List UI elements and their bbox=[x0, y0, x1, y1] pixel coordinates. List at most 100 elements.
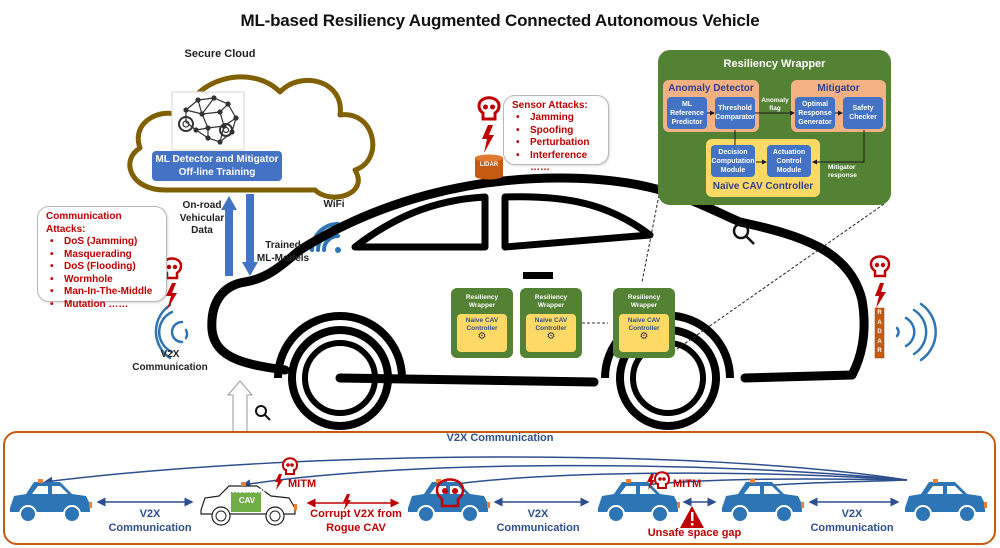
downlink-line2: ML-Models bbox=[256, 252, 310, 264]
link-label-line: Communication bbox=[108, 522, 192, 534]
lidar-sensor bbox=[475, 154, 503, 180]
module-line: Control bbox=[776, 157, 802, 165]
ecu-controller-line: Naive CAV bbox=[534, 317, 568, 324]
module-line: Response bbox=[798, 109, 832, 117]
sensor-attacks-list: Jamming Spoofing Perturbation Interferen… bbox=[512, 112, 600, 175]
link-label-line: V2X bbox=[527, 508, 549, 520]
attack-item: DoS (Jamming) bbox=[46, 236, 158, 249]
v2x-signal-icon bbox=[154, 303, 189, 360]
uplink-line2: Vehicular bbox=[179, 212, 225, 224]
sensor-attack-item: Interference …… bbox=[512, 150, 600, 175]
module-line: Predictor bbox=[671, 118, 703, 126]
brain-network-icon bbox=[171, 91, 245, 151]
attack-item: Wormhole bbox=[46, 274, 158, 287]
zoom-line-right bbox=[666, 203, 885, 357]
lidar-label: LIDAR bbox=[479, 162, 499, 168]
resilient-cav-line2: CAV bbox=[238, 496, 256, 505]
uplink-line1: On-road bbox=[182, 200, 222, 211]
attack-item: DoS (Flooding) bbox=[46, 261, 158, 274]
gear-icon: ⚙ bbox=[546, 331, 556, 342]
v2x-link-label-3: V2X Communication bbox=[488, 507, 588, 535]
module-line: Threshold bbox=[718, 105, 752, 112]
skull-icon-lidar bbox=[477, 96, 501, 121]
skull-icon-radar bbox=[869, 255, 891, 278]
ml-detector-line2: Off-line Training bbox=[178, 167, 256, 178]
module-line: Optimal bbox=[801, 100, 829, 108]
cav-car-4 bbox=[598, 479, 680, 523]
ecu-title-line: Wrapper bbox=[630, 302, 658, 309]
skull-icon-mitm-2 bbox=[653, 471, 671, 489]
sensor-attacks-callout: Sensor Attacks: Jamming Spoofing Perturb… bbox=[503, 95, 609, 173]
uplink-line3: Data bbox=[191, 225, 213, 236]
anomaly-flag-line2: flag bbox=[769, 105, 781, 112]
module-line: ML bbox=[681, 100, 693, 108]
platoon-panel bbox=[3, 431, 996, 545]
communication-attacks-callout: Communication Attacks: DoS (Jamming) Mas… bbox=[37, 206, 167, 311]
anomaly-detector-title: Anomaly Detector bbox=[668, 83, 754, 94]
mitigator-response-line2: response bbox=[828, 172, 857, 179]
corrupt-v2x-label: Corrupt V2X from Rogue CAV bbox=[296, 507, 416, 535]
uplink-arrow bbox=[221, 196, 237, 276]
bolt-icon-radar bbox=[875, 283, 886, 308]
mitigator-title: Mitigator bbox=[817, 83, 860, 94]
cav-car-1 bbox=[10, 479, 92, 523]
communication-attacks-heading: Communication Attacks: bbox=[46, 211, 122, 235]
skull-icon-mitm-1 bbox=[281, 457, 299, 475]
radar-label: R A D A R bbox=[875, 309, 884, 357]
platoon-artwork bbox=[10, 456, 987, 528]
downlink-line1: Trained bbox=[265, 240, 301, 251]
magnifier-icon-car bbox=[732, 222, 755, 245]
bolt-icon-mitm-2 bbox=[647, 474, 655, 490]
link-label-line: V2X bbox=[841, 508, 863, 520]
magnifier-icon-road bbox=[255, 405, 271, 421]
diagram-title: ML-based Resiliency Augmented Connected … bbox=[240, 11, 760, 30]
warning-triangle-icon bbox=[680, 506, 704, 528]
link-label-line: V2X bbox=[139, 508, 161, 520]
communication-attacks-list: DoS (Jamming) Masquerading DoS (Flooding… bbox=[46, 236, 158, 311]
radar-signal-icon bbox=[895, 302, 937, 362]
resilient-cav-label: Resilient CAV bbox=[232, 486, 265, 524]
ecu-title-line: Resiliency bbox=[627, 294, 661, 301]
resiliency-wrapper-title: Resiliency Wrapper bbox=[723, 58, 826, 70]
ecu-controller-line: Controller bbox=[535, 325, 567, 332]
bolt-icon-corrupt bbox=[343, 494, 351, 510]
radar-sensor bbox=[874, 307, 885, 359]
v2x-link-label-5: V2X Communication bbox=[802, 507, 902, 535]
anomaly-flag-line1: Anomaly bbox=[761, 97, 789, 104]
ecu-title-line: Resiliency bbox=[465, 294, 499, 301]
gear-icon: ⚙ bbox=[639, 331, 649, 342]
naive-cav-controller-title: Naïve CAV Controller bbox=[712, 181, 814, 192]
uplink-label: On-road Vehicular Data bbox=[172, 200, 232, 238]
ecu-title-line: Wrapper bbox=[537, 302, 565, 309]
ml-detector-line1: ML Detector and Mitigator bbox=[155, 154, 279, 165]
downlink-label: Trained ML-Models bbox=[253, 240, 313, 265]
module-line: Checker bbox=[849, 114, 877, 121]
anomaly-flag-label: Anomaly flag bbox=[760, 97, 790, 113]
mitigator-response-line1: Mitigator bbox=[828, 164, 856, 171]
door-handle bbox=[523, 272, 553, 279]
mitm-label-2: MITM bbox=[673, 478, 702, 490]
wrapper-arrows bbox=[707, 110, 865, 165]
bolt-icon-mitm-1 bbox=[275, 474, 283, 490]
sensor-attack-item: Perturbation bbox=[512, 137, 600, 150]
v2x-left-label: V2X Communication bbox=[125, 349, 215, 374]
cav-car-6 bbox=[905, 479, 987, 523]
attack-item: Masquerading bbox=[46, 249, 158, 262]
module-line: Reference bbox=[670, 109, 704, 117]
sensor-attack-item: Spoofing bbox=[512, 125, 600, 138]
platoon-v2x-title: V2X Communication bbox=[446, 432, 554, 444]
car-windows bbox=[351, 193, 654, 251]
link-label-line: Communication bbox=[810, 522, 894, 534]
